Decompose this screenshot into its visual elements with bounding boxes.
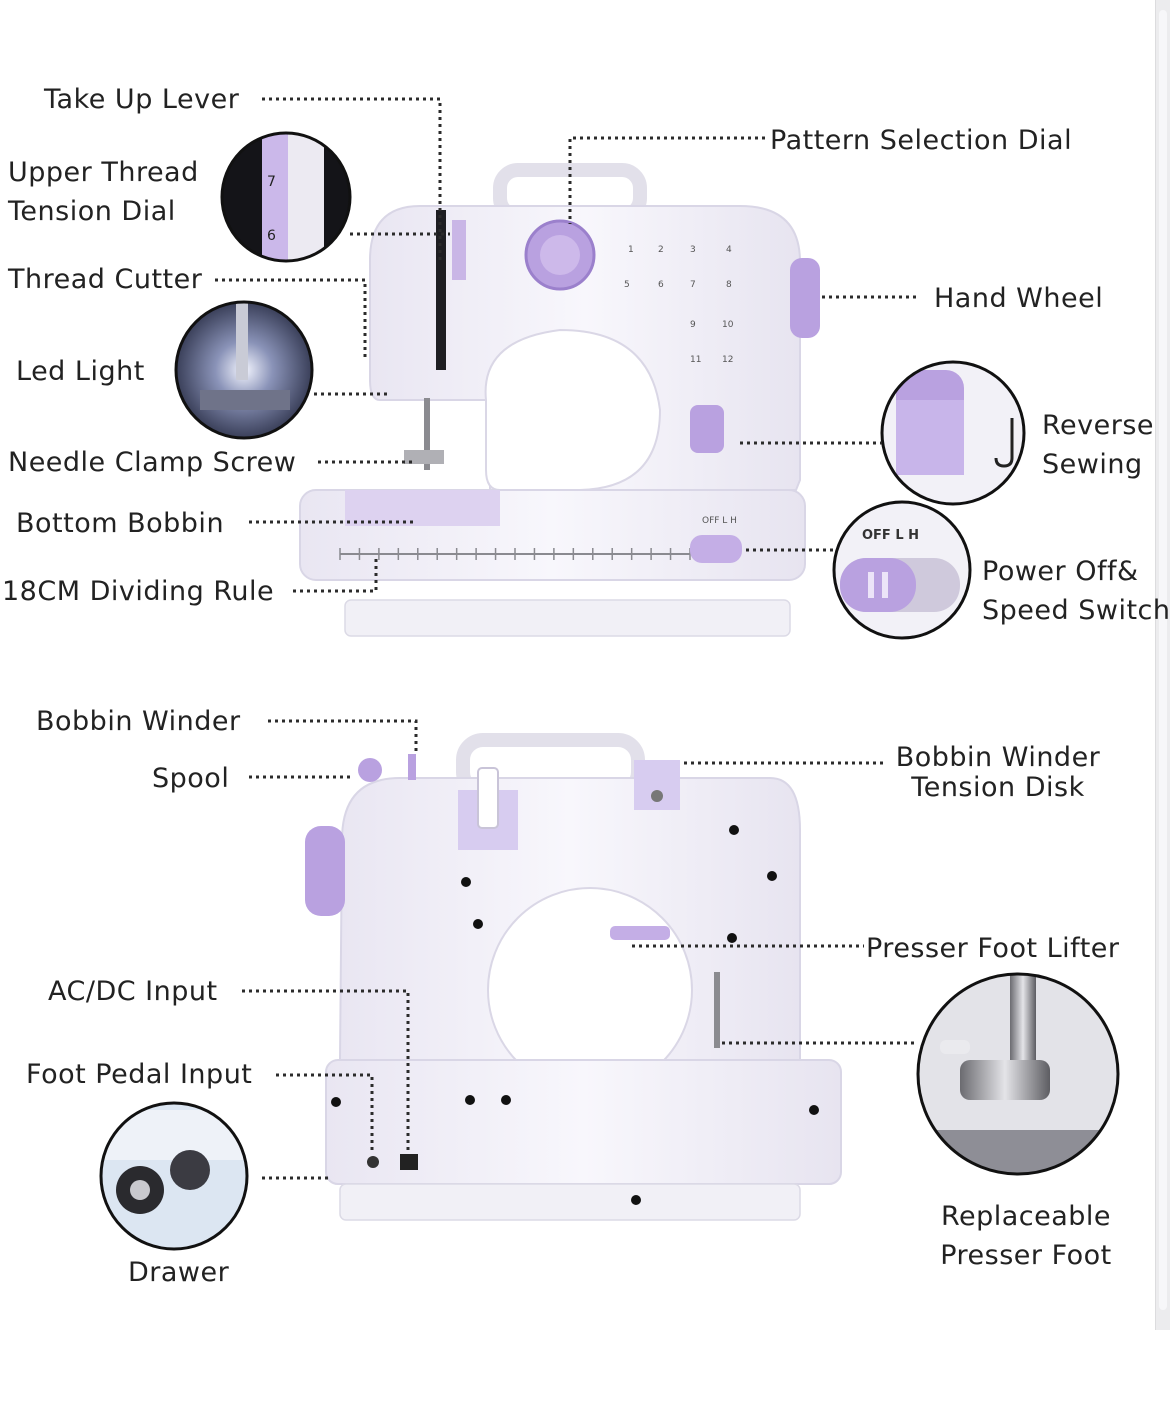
stitch-number: 6 [658, 280, 664, 290]
rule-ticks [339, 548, 691, 560]
tension-disk-block [634, 760, 680, 810]
label-power-line1: Power Off& [982, 556, 1139, 587]
label-bobbin-winder: Bobbin Winder [36, 706, 241, 737]
label-power-line2: Speed Switch [982, 595, 1170, 626]
power-switch [690, 535, 742, 563]
hand-wheel [790, 258, 820, 338]
label-power-speed-switch: Power Off& Speed Switch [982, 552, 1170, 630]
stitch-number: 8 [726, 280, 732, 290]
label-led-light: Led Light [16, 356, 145, 387]
presser-foot-callout [916, 972, 1120, 1176]
base-foot [344, 599, 791, 637]
callout-switch-positions-text: OFF L H [862, 528, 919, 543]
stitch-number: 1 [628, 245, 634, 255]
bobbin-plate [345, 490, 500, 526]
label-reverse-line1: Reverse [1042, 410, 1155, 441]
label-presser-foot-line2: Presser Foot [940, 1240, 1112, 1271]
stitch-number: 3 [690, 245, 696, 255]
label-upper-thread-tension-dial: Upper Thread Tension Dial [8, 153, 199, 231]
spool [477, 767, 499, 829]
scrollbar[interactable] [1155, 0, 1170, 1330]
power-switch-callout: OFF L H [832, 500, 972, 640]
label-tension-disk-line2: Tension Disk [911, 772, 1085, 803]
label-needle-clamp-screw: Needle Clamp Screw [8, 447, 297, 478]
label-bottom-bobbin: Bottom Bobbin [16, 508, 225, 539]
back-base-foot [339, 1183, 801, 1221]
label-reverse-line2: Sewing [1042, 449, 1143, 480]
bobbin-winder-cap [358, 758, 382, 782]
label-reverse-sewing: Reverse Sewing [1042, 406, 1154, 484]
label-foot-pedal-input: Foot Pedal Input [26, 1059, 253, 1090]
back-machine [305, 733, 842, 1221]
needle [424, 398, 430, 470]
machine-arm-opening [484, 328, 662, 491]
stitch-number: 7 [690, 280, 696, 290]
back-hand-wheel [305, 826, 345, 916]
label-drawer: Drawer [128, 1257, 230, 1288]
presser-foot-lifter [610, 926, 670, 940]
label-bobbin-winder-tension-disk: Bobbin Winder Tension Disk [890, 738, 1106, 807]
stitch-number: 4 [726, 245, 732, 255]
label-presser-foot-line1: Replaceable [940, 1201, 1112, 1232]
label-hand-wheel: Hand Wheel [934, 283, 1104, 314]
upper-thread-tension-callout: 7 6 [220, 131, 352, 263]
dial-number-7: 7 [267, 174, 276, 190]
reverse-lever [690, 405, 724, 453]
leader-lines [215, 97, 918, 1180]
label-presser-foot-lifter: Presser Foot Lifter [866, 933, 1120, 964]
back-screw-holes [331, 825, 819, 1205]
label-thread-cutter: Thread Cutter [8, 264, 203, 295]
take-up-lever-slot [436, 210, 446, 370]
stitch-number: 11 [690, 355, 701, 365]
stitch-number: 5 [624, 280, 630, 290]
label-tension-disk-line1: Bobbin Winder [895, 742, 1101, 773]
label-dividing-rule: 18CM Dividing Rule [2, 576, 275, 607]
label-upper-thread-line1: Upper Thread [8, 157, 199, 188]
label-take-up-lever: Take Up Lever [44, 84, 240, 115]
label-replaceable-presser-foot: Replaceable Presser Foot [926, 1197, 1126, 1275]
stitch-number: 12 [722, 355, 733, 365]
label-ac-dc-input: AC/DC Input [48, 976, 218, 1007]
tension-dial-window [452, 220, 466, 280]
label-pattern-selection-dial: Pattern Selection Dial [770, 125, 1073, 156]
led-light-callout [174, 300, 314, 440]
dial-number-6: 6 [267, 228, 276, 244]
reverse-sewing-callout [880, 360, 1026, 506]
foot-pedal-jack [367, 1156, 379, 1168]
scrollbar-thumb[interactable] [1159, 10, 1167, 1310]
label-upper-thread-line2: Tension Dial [8, 196, 176, 227]
stitch-number: 2 [658, 245, 664, 255]
drawer-callout [99, 1101, 249, 1251]
stitch-number: 10 [722, 320, 734, 330]
stitch-number: 9 [690, 320, 696, 330]
label-spool: Spool [152, 763, 230, 794]
ac-dc-jack [400, 1154, 418, 1170]
switch-positions-text: OFF L H [702, 516, 737, 526]
